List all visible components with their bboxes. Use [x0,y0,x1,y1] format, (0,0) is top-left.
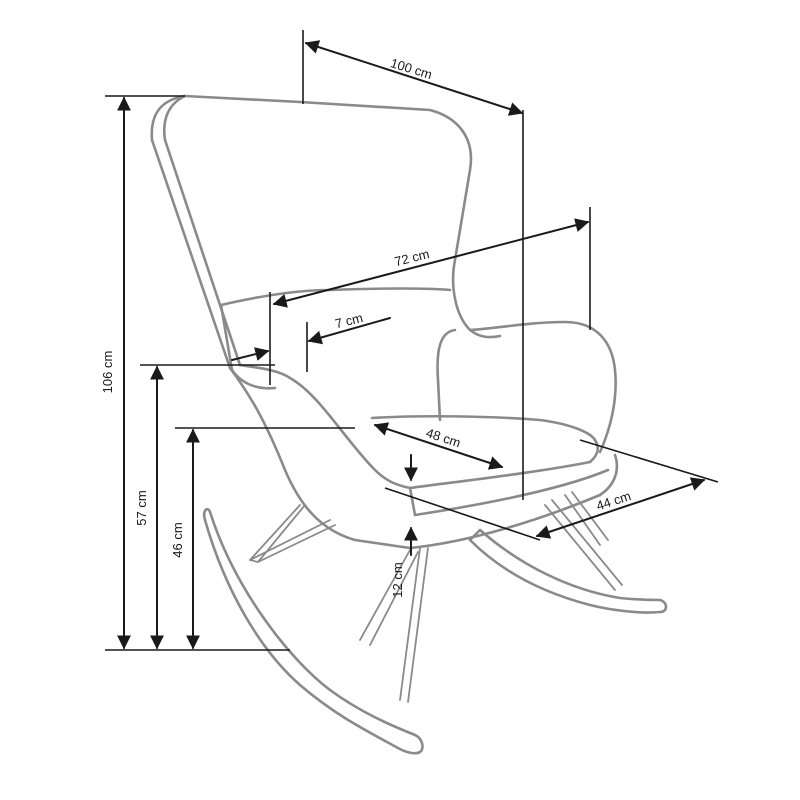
label-armrest-width: 7 cm [333,310,364,331]
chair-right-arm [468,320,617,454]
dim-line-100 [304,40,524,116]
chair-seat-bottom [413,468,610,517]
dim-line-7 [231,347,270,361]
chair-seat-top [370,414,600,464]
label-total-height: 106 cm [100,351,115,394]
label-seat-height: 46 cm [170,522,185,557]
label-arm-width: 72 cm [393,246,431,269]
chair-right-arm-inner [436,328,457,422]
chair-rocker-right [468,528,668,614]
label-armrest-height: 57 cm [134,490,149,525]
chair-left-armrest [238,363,412,490]
dimension-labels: 100 cm 72 cm 7 cm 106 cm 57 cm 46 cm 48 … [100,55,633,597]
chair-back-inner [163,94,242,367]
chair-seat-side [408,486,417,517]
chair-seat-front [408,460,592,490]
chair-leg-right [544,491,623,591]
chair-left-arm [219,303,277,390]
label-seat-thickness: 12 cm [390,562,405,597]
dim-line-44 [535,477,706,539]
dimension-lines [117,40,706,650]
dim-line-7b [307,317,391,345]
chair-leg-rear [359,547,429,703]
extension-lines [105,30,719,651]
chair-rocker-left [202,507,424,755]
chair-leg-brace [249,519,336,563]
dim-line-72 [272,218,590,308]
dim-line-48 [373,422,504,470]
chair-back-top [183,94,502,339]
chair-left-wing [219,287,452,307]
label-seat-width: 48 cm [424,425,462,450]
chair-drawing [150,94,668,755]
